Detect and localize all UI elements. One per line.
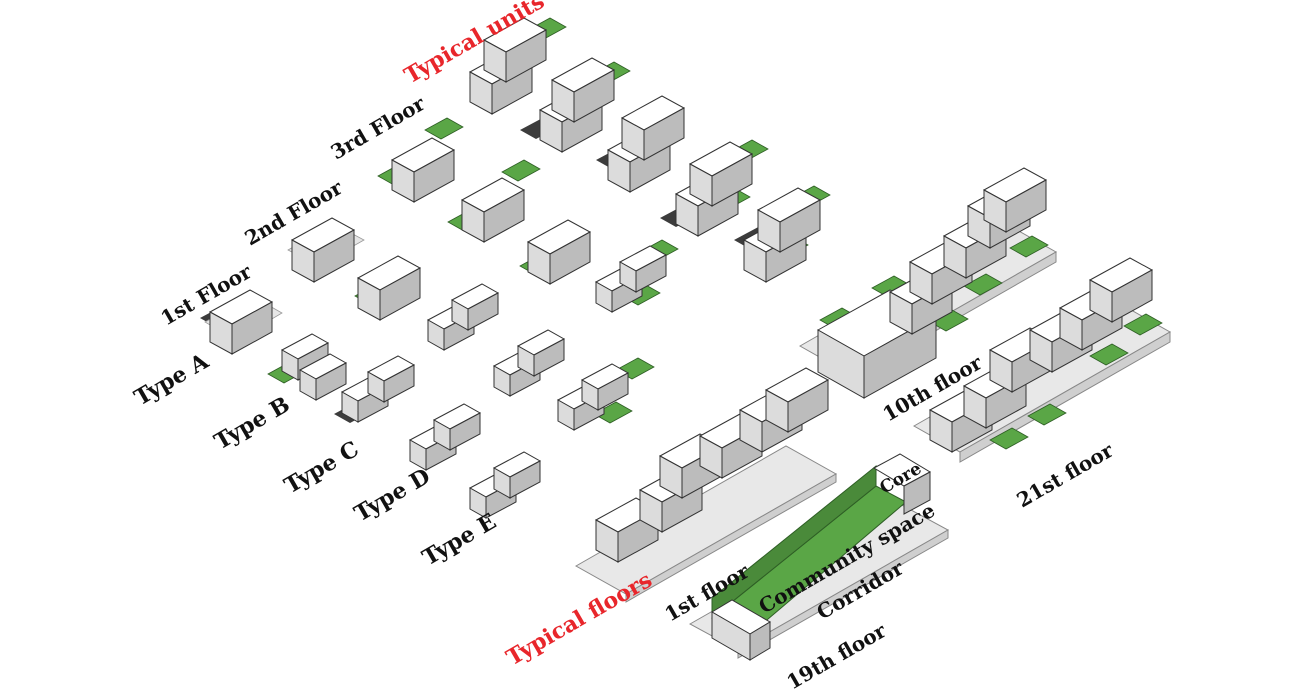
unit-e-1st-floor <box>469 451 541 519</box>
unit-a-2nd-floor <box>287 217 365 283</box>
type-label-e: Type E <box>418 508 501 571</box>
unit-d-3rd-floor <box>595 239 679 313</box>
floor-plan-19th <box>688 453 950 661</box>
plan-label-21st: 21st floor <box>1013 438 1118 513</box>
unit-b-3rd-floor <box>447 159 541 243</box>
typical-unit-stack-d <box>660 139 769 237</box>
unit-d-1st-floor <box>409 403 481 471</box>
typical-unit-stack-b <box>520 57 631 153</box>
unit-c-3rd-floor <box>519 219 591 285</box>
typical-unit-stack-c <box>596 95 685 193</box>
typical-floors-heading: Typical floors <box>502 567 657 671</box>
unit-e-2nd-floor <box>557 357 655 431</box>
type-label-a: Type A <box>130 348 214 411</box>
unit-d-2nd-floor <box>493 329 565 397</box>
type-label-b: Type B <box>210 391 294 455</box>
typical-unit-stack-e <box>734 185 831 283</box>
type-label-d: Type D <box>350 463 435 527</box>
floor-plan-1st <box>574 367 838 603</box>
unit-b-1st-floor <box>267 333 347 401</box>
plan-label-19th: 19th floor <box>783 618 891 694</box>
unit-c-2nd-floor <box>427 283 499 351</box>
type-label-c: Type C <box>280 436 363 499</box>
floor-plan-10th <box>798 167 1058 399</box>
unit-b-2nd-floor <box>354 255 421 321</box>
unit-a-1st-floor <box>200 289 283 355</box>
floor-plan-21st <box>912 257 1172 463</box>
